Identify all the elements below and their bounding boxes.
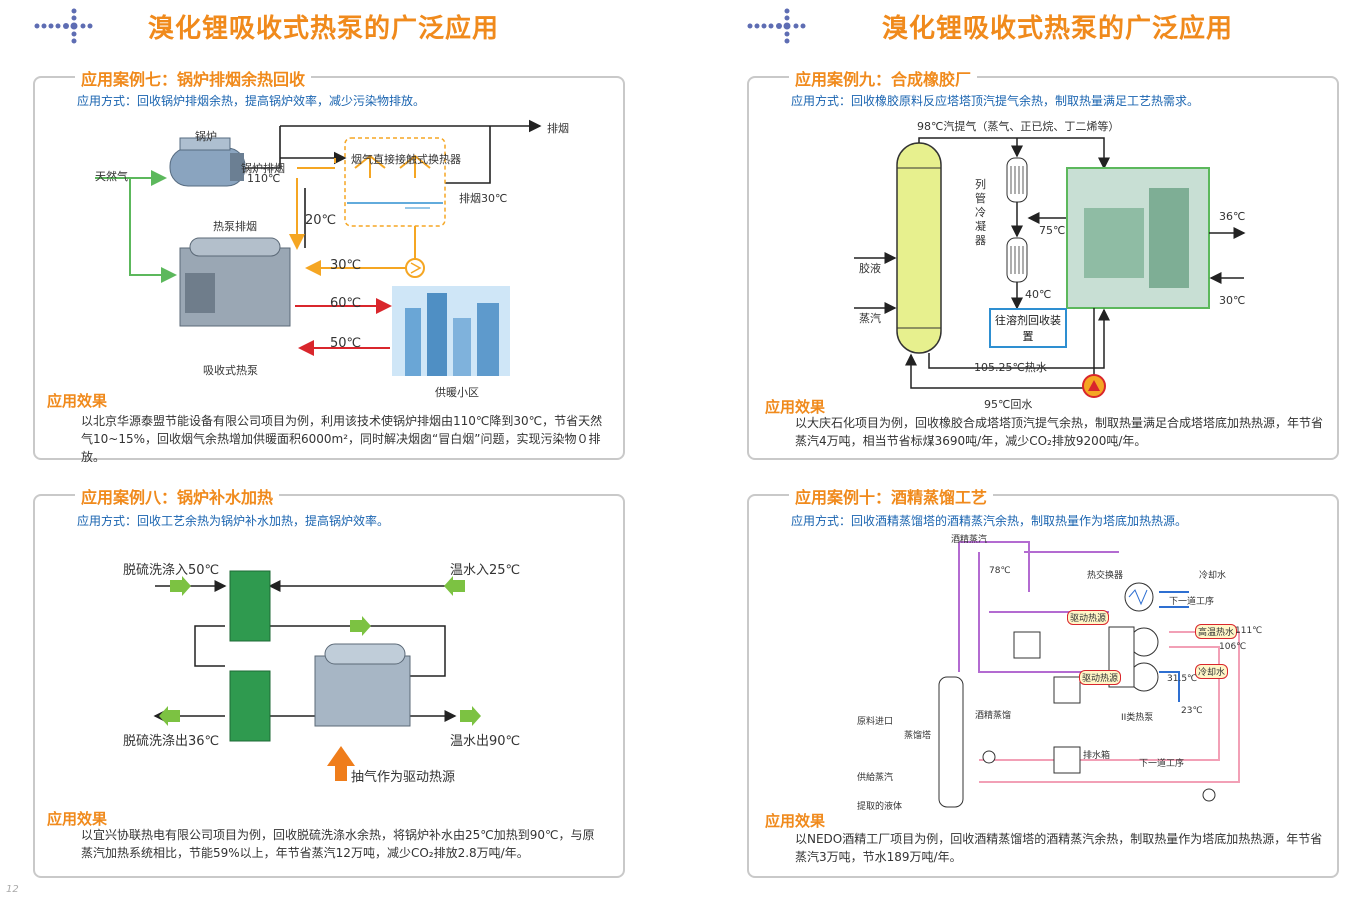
label-return-water: 95℃回水 [984, 398, 1033, 411]
case10-heading: 应用案例十：酒精蒸馏工艺 [789, 484, 994, 508]
label-natural-gas: 天然气 [95, 170, 128, 183]
label-exhaust-30: 排烟30℃ [459, 192, 508, 205]
label-temp-60: 60℃ [330, 296, 362, 311]
tank-drain [1053, 746, 1081, 774]
label-raw-in: 原料进口 [857, 717, 894, 727]
case10-diagram [938, 541, 1240, 808]
plate-exchanger-top-icon [229, 570, 271, 642]
label-steam-source: 抽气作为驱动热源 [351, 770, 456, 785]
decorative-dots-icon-right [747, 8, 806, 44]
case9-heading: 应用案例九：合成橡胶厂 [789, 66, 978, 90]
label-temp-30r: 30℃ [1219, 294, 1246, 307]
case8-diagram [153, 570, 481, 781]
case7-heading: 应用案例七：锅炉排烟余热回收 [75, 66, 312, 90]
solvent-recovery-box: 往溶剂回收装置 [989, 308, 1067, 348]
condenser-bottom-icon [1006, 237, 1028, 283]
case7-diagram [95, 119, 542, 376]
label-temp-75: 75℃ [1039, 224, 1066, 237]
label-community: 供暖小区 [435, 386, 479, 399]
case9-card: 应用案例九：合成橡胶厂 应用方式：回收橡胶原料反应塔塔顶汽提气余热，制取热量满足… [747, 66, 1339, 460]
page-title: 溴化锂吸收式热泵的广泛应用 [148, 14, 500, 44]
label-temp-110: 110℃ [247, 172, 281, 185]
label-desulf-in: 脱硫洗涤入50℃ [123, 563, 220, 578]
label-supply-steam: 供給蒸汽 [857, 773, 894, 783]
label-drain-tank: 排水箱 [1083, 751, 1111, 761]
case7-effect-text: 以北京华源泰盟节能设备有限公司项目为例，利用该技术使锅炉排烟由110℃降到30℃… [81, 414, 603, 464]
case9-effect-title: 应用效果 [765, 398, 826, 416]
label-temp-40: 40℃ [1025, 288, 1052, 301]
label-drive-heat-b: 驱动热源 [1079, 670, 1122, 685]
label-temp-111: 111℃ [1235, 626, 1263, 636]
label-alcohol-steam: 酒精蒸汽 [951, 535, 988, 545]
label-stripping-gas: 98℃汽提气（蒸气、正已烷、丁二烯等） [917, 120, 1120, 133]
page-number: 12 [6, 884, 19, 895]
case10-effect-text: 以NEDO酒精工厂项目为例，回收酒精蒸馏塔的酒精蒸汽余热，制取热量作为塔底加热热… [795, 832, 1323, 864]
page-title-right: 溴化锂吸收式热泵的广泛应用 [882, 14, 1234, 44]
label-steam: 蒸汽 [859, 312, 881, 325]
label-cooling-water-2: 冷却水 [1195, 664, 1229, 679]
label-exhaust: 排烟 [547, 122, 569, 135]
decorative-dots-icon [34, 8, 93, 44]
case8-heading: 应用案例八：锅炉补水加热 [75, 484, 280, 508]
case9-effect-text: 以大庆石化项目为例，回收橡胶合成塔塔顶汽提气余热，制取热量满足合成塔塔底加热热源… [795, 416, 1324, 448]
case8-effect-title: 应用效果 [47, 810, 108, 828]
reaction-tower [896, 142, 942, 354]
label-distill-tower: 蒸馏塔 [904, 731, 932, 741]
label-drive-heat-a: 驱动热源 [1067, 610, 1110, 625]
label-temp-20: 20℃ [305, 213, 337, 228]
label-temp-78: 78℃ [989, 566, 1011, 576]
label-warm-in: 温水入25℃ [450, 563, 521, 578]
boiler-illustration [169, 137, 246, 187]
case10-method: 应用方式：回收酒精蒸馏塔的酒精蒸汽余热，制取热量作为塔底加热热源。 [791, 514, 1188, 528]
label-heatpump-exhaust: 热泵排烟 [213, 220, 257, 233]
label-hot-water: 105.25℃热水 [974, 361, 1047, 374]
case8-card: 应用案例八：锅炉补水加热 应用方式：回收工艺余热为锅炉补水加热，提高锅炉效率。 [33, 484, 625, 878]
tank-2 [1053, 676, 1081, 704]
case8-method: 应用方式：回收工艺余热为锅炉补水加热，提高锅炉效率。 [77, 514, 390, 528]
label-type2-pump: II类热泵 [1121, 713, 1154, 723]
label-next-process: 下一道工序 [1169, 597, 1215, 607]
distillation-tower [938, 676, 964, 808]
condenser-top-icon [1006, 157, 1028, 203]
label-cooling-water: 冷却水 [1199, 571, 1227, 581]
label-temp-50: 50℃ [330, 336, 362, 351]
tank-1 [1013, 631, 1041, 659]
case9-diagram [854, 137, 1246, 398]
case9-method: 应用方式：回收橡胶原料反应塔塔顶汽提气余热，制取热量满足工艺热需求。 [791, 94, 1200, 108]
plate-exchanger-bottom-icon [229, 670, 271, 742]
heatpump-illustration [179, 237, 291, 327]
label-high-temp-water: 高温热水 [1195, 624, 1238, 639]
label-boiler-exhaust: 锅炉排烟 [241, 162, 285, 175]
label-temp-106: 106℃ [1219, 642, 1247, 652]
heatpump-illustration-2 [314, 643, 411, 727]
label-alcohol-distill: 酒精蒸馏 [975, 711, 1012, 721]
label-desulf-out: 脱硫洗涤出36℃ [123, 734, 220, 749]
label-next-process-2: 下一道工序 [1139, 759, 1185, 769]
case8-effect-text: 以宜兴协联热电有限公司项目为例，回收脱硫洗涤水余热，将锅炉补水由25℃加热到90… [81, 828, 595, 860]
label-heat-exchanger: 热交换器 [1087, 571, 1124, 581]
label-rubber: 胶液 [859, 262, 881, 275]
label-temp-31-5: 31.5℃ [1167, 674, 1198, 684]
label-temp-36: 36℃ [1219, 210, 1246, 223]
case10-card: 应用案例十：酒精蒸馏工艺 应用方式：回收酒精蒸馏塔的酒精蒸汽余热，制取热量作为塔… [747, 484, 1339, 878]
label-absorption-pump: 吸收式热泵 [203, 364, 258, 377]
case10-effect-title: 应用效果 [765, 812, 826, 830]
label-exchanger: 烟气直接接触式换热器 [351, 153, 461, 166]
label-condenser: 列管冷凝器 [975, 178, 986, 247]
label-temp-23: 23℃ [1181, 706, 1203, 716]
case7-method: 应用方式：回收锅炉排烟余热，提高锅炉效率，减少污染物排放。 [77, 94, 426, 108]
community-illustration [392, 286, 510, 376]
label-boiler: 锅炉 [195, 130, 217, 143]
label-extract-liquid: 提取的液体 [857, 802, 903, 812]
case7-effect-title: 应用效果 [47, 392, 108, 410]
label-temp-30: 30℃ [330, 258, 362, 273]
heat-exchanger-icon [1124, 582, 1154, 612]
label-warm-out: 温水出90℃ [450, 734, 521, 749]
case7-card: 应用案例七：锅炉排烟余热回收 应用方式：回收锅炉排烟余热，提高锅炉效率，减少污染… [33, 66, 625, 464]
